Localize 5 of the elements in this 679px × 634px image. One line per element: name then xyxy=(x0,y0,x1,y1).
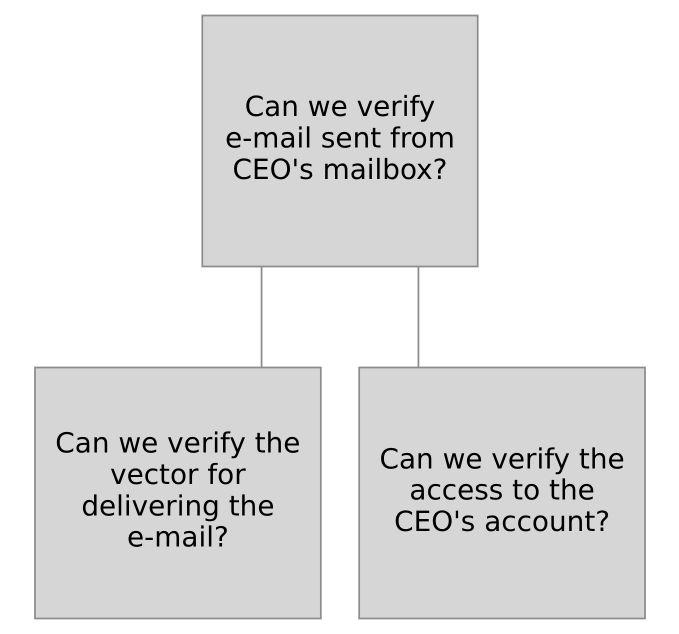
connector xyxy=(417,266,419,368)
connector xyxy=(260,266,262,368)
node-box: Can we verify e-mail sent from CEO's mailbox? xyxy=(200,14,478,268)
node-box: Can we verify the access to the CEO's account? xyxy=(358,366,646,620)
node-box: Can we verify the vector for delivering the e-mail? xyxy=(34,366,322,620)
